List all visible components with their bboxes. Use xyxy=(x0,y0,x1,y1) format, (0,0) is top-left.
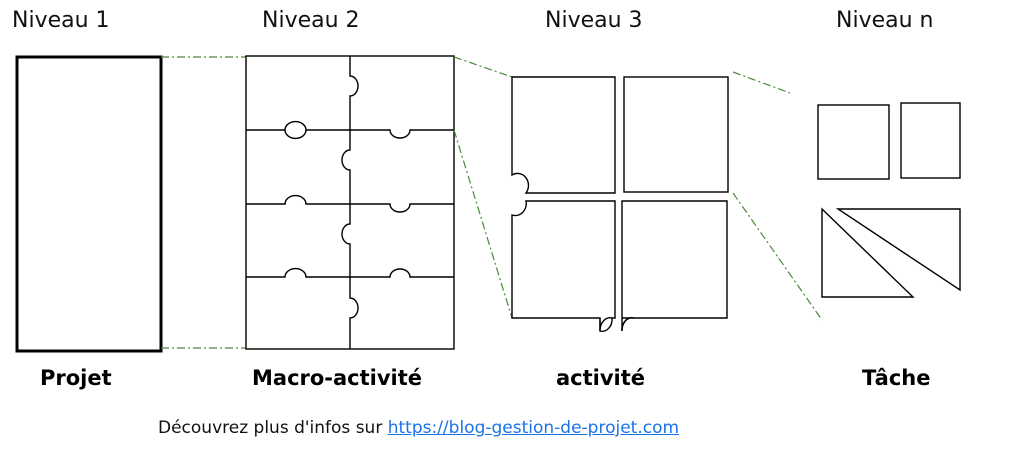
caption-macro-activite: Macro-activité xyxy=(252,366,423,390)
task-shapes xyxy=(817,102,961,298)
caption-activite: activité xyxy=(556,366,646,390)
level-2-label: Niveau 2 xyxy=(262,8,360,33)
connector-2-3 xyxy=(453,56,513,319)
macro-activity-puzzle xyxy=(245,55,455,350)
project-box xyxy=(15,55,163,353)
level-1-label: Niveau 1 xyxy=(12,8,110,33)
caption-projet: Projet xyxy=(40,366,112,390)
activity-pieces xyxy=(511,76,729,332)
level-n-label: Niveau n xyxy=(836,8,934,33)
blog-link[interactable]: https://blog-gestion-de-projet.com xyxy=(387,418,680,438)
connector-3-n xyxy=(732,71,823,321)
connector-1-2 xyxy=(161,56,246,349)
footer: Découvrez plus d'infos sur https://blog-… xyxy=(158,418,679,438)
level-3-label: Niveau 3 xyxy=(545,8,643,33)
footer-text: Découvrez plus d'infos sur xyxy=(158,418,388,438)
caption-tache: Tâche xyxy=(862,366,931,390)
